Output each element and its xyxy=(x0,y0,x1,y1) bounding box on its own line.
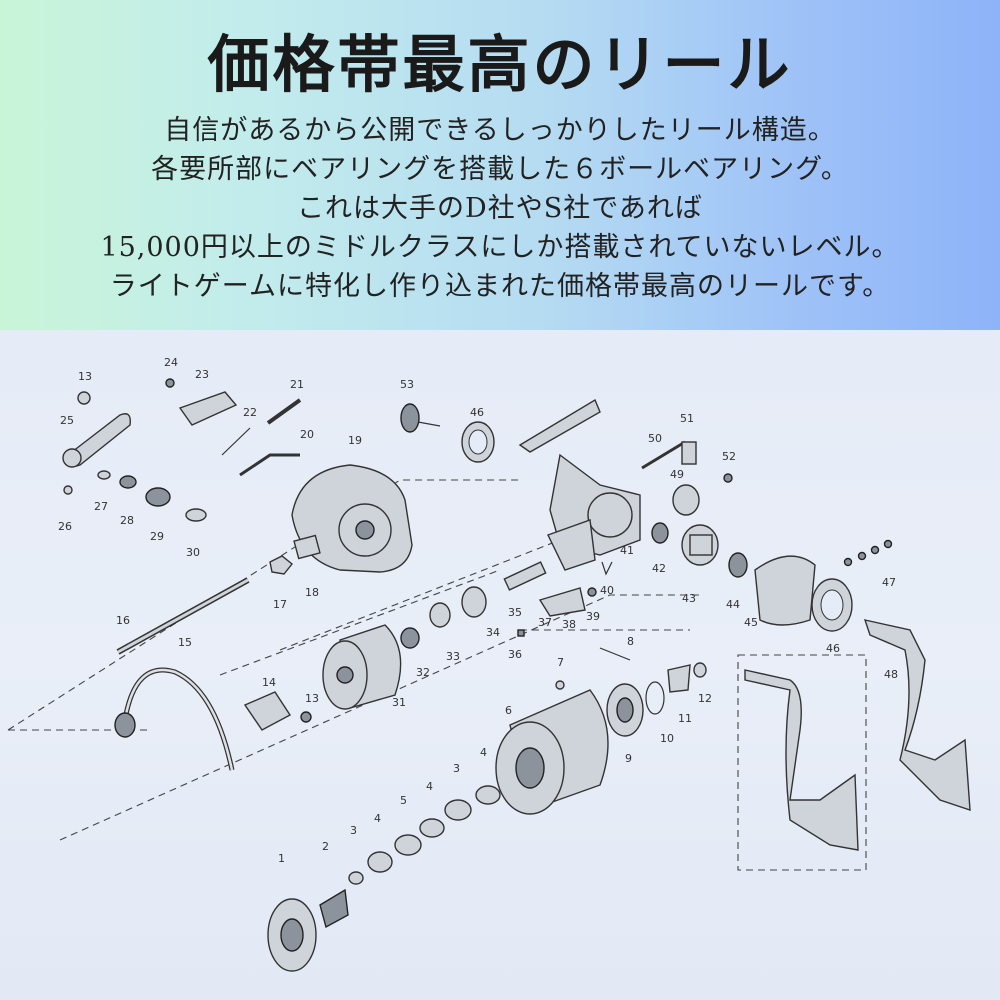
part-arm-25 xyxy=(62,391,131,468)
parts-20-24 xyxy=(165,378,302,477)
part-label-5: 5 xyxy=(400,794,407,807)
parts-36-40 xyxy=(517,561,613,637)
part-label-13: 13 xyxy=(78,370,92,383)
rotor-cup-31 xyxy=(322,624,402,710)
pinion-parts-32-35 xyxy=(400,561,547,649)
parts-13-14 xyxy=(243,691,312,731)
part-label-14: 14 xyxy=(262,676,276,689)
part-label-12: 12 xyxy=(698,692,712,705)
part-label-36: 36 xyxy=(508,648,522,661)
part-label-29: 29 xyxy=(150,530,164,543)
part-label-4c: 4 xyxy=(480,746,487,759)
description-line-2: 各要所部にベアリングを搭載した６ボールベアリング。 xyxy=(151,154,849,185)
part-label-48: 48 xyxy=(884,668,898,681)
part-label-23: 23 xyxy=(195,368,209,381)
parts-7-12 xyxy=(555,647,707,737)
part-label-17: 17 xyxy=(273,598,287,611)
part-label-42: 42 xyxy=(652,562,666,575)
part-label-4b: 4 xyxy=(426,780,433,793)
part-label-24: 24 xyxy=(164,356,178,369)
part-label-33: 33 xyxy=(446,650,460,663)
part-label-3b: 3 xyxy=(453,762,460,775)
part-label-46: 46 xyxy=(826,642,840,655)
parts-49-52 xyxy=(641,440,733,516)
description-line-4: 15,000円以上のミドルクラスにしか搭載されていないレベル。 xyxy=(100,232,900,263)
part-label-43: 43 xyxy=(682,592,696,605)
drag-knob xyxy=(267,888,349,972)
assembly-guide-lines xyxy=(7,479,867,871)
part-label-2: 2 xyxy=(322,840,329,853)
reel-body-frame xyxy=(518,398,641,571)
part-label-21: 21 xyxy=(290,378,304,391)
part-label-32: 32 xyxy=(416,666,430,679)
part-label-49: 49 xyxy=(670,468,684,481)
part-label-26: 26 xyxy=(58,520,72,533)
reel-exploded-diagram: 1 2 3 4 5 4 3 4 6 7 8 9 10 11 12 13 13 1… xyxy=(7,356,971,972)
part-label-34: 34 xyxy=(486,626,500,639)
part-label-19: 19 xyxy=(348,434,362,447)
part-label-46b: 46 xyxy=(470,406,484,419)
part-label-9: 9 xyxy=(625,752,632,765)
part-label-3: 3 xyxy=(350,824,357,837)
handle-assembly xyxy=(744,669,859,851)
part-label-45: 45 xyxy=(744,616,758,629)
parts-46-53-top xyxy=(400,403,495,463)
part-label-37: 37 xyxy=(538,616,552,629)
part-label-28: 28 xyxy=(120,514,134,527)
part-label-20: 20 xyxy=(300,428,314,441)
part-label-38: 38 xyxy=(562,618,576,631)
part-label-52: 52 xyxy=(722,450,736,463)
description-line-5: ライトゲームに特化し作り込まれた価格帯最高のリールです。 xyxy=(109,271,891,302)
part-label-15: 15 xyxy=(178,636,192,649)
part-label-27: 27 xyxy=(94,500,108,513)
washers-26-30 xyxy=(63,470,207,522)
part-label-35: 35 xyxy=(508,606,522,619)
bail-wire-15 xyxy=(114,667,235,771)
rotor-19 xyxy=(291,464,413,573)
part-label-53: 53 xyxy=(400,378,414,391)
part-label-40: 40 xyxy=(600,584,614,597)
header-banner: 価格帯最高のリール 自信があるから公開できるしっかりしたリール構造。 各要所部に… xyxy=(0,0,1000,330)
parts-46-48 xyxy=(811,539,971,811)
page-title: 価格帯最高のリール xyxy=(207,28,793,101)
part-label-41: 41 xyxy=(620,544,634,557)
part-label-13b: 13 xyxy=(305,692,319,705)
part-label-8: 8 xyxy=(627,635,634,648)
main-shaft-16 xyxy=(116,577,250,655)
description-line-3: これは大手のD社やS社であれば xyxy=(297,193,703,224)
part-label-18: 18 xyxy=(305,586,319,599)
part-label-22: 22 xyxy=(243,406,257,419)
part-label-44: 44 xyxy=(726,598,740,611)
part-label-1: 1 xyxy=(278,852,285,865)
drag-washers xyxy=(348,785,501,885)
part-label-4: 4 xyxy=(374,812,381,825)
exploded-diagram-sheet: 1 2 3 4 5 4 3 4 6 7 8 9 10 11 12 13 13 1… xyxy=(0,330,1000,1000)
parts-17-18 xyxy=(269,534,321,575)
part-label-7: 7 xyxy=(557,656,564,669)
part-label-25: 25 xyxy=(60,414,74,427)
part-number-labels: 1 2 3 4 5 4 3 4 6 7 8 9 10 11 12 13 13 1… xyxy=(58,356,898,865)
part-label-47: 47 xyxy=(882,576,896,589)
part-label-31: 31 xyxy=(392,696,406,709)
description-line-1: 自信があるから公開できるしっかりしたリール構造。 xyxy=(164,115,836,146)
part-label-51: 51 xyxy=(680,412,694,425)
parts-41-45 xyxy=(651,522,816,626)
part-label-6: 6 xyxy=(505,704,512,717)
part-label-50: 50 xyxy=(648,432,662,445)
part-label-16: 16 xyxy=(116,614,130,627)
part-label-11: 11 xyxy=(678,712,692,725)
part-label-39: 39 xyxy=(586,610,600,623)
part-label-10: 10 xyxy=(660,732,674,745)
part-label-30: 30 xyxy=(186,546,200,559)
spool-6 xyxy=(495,689,609,815)
